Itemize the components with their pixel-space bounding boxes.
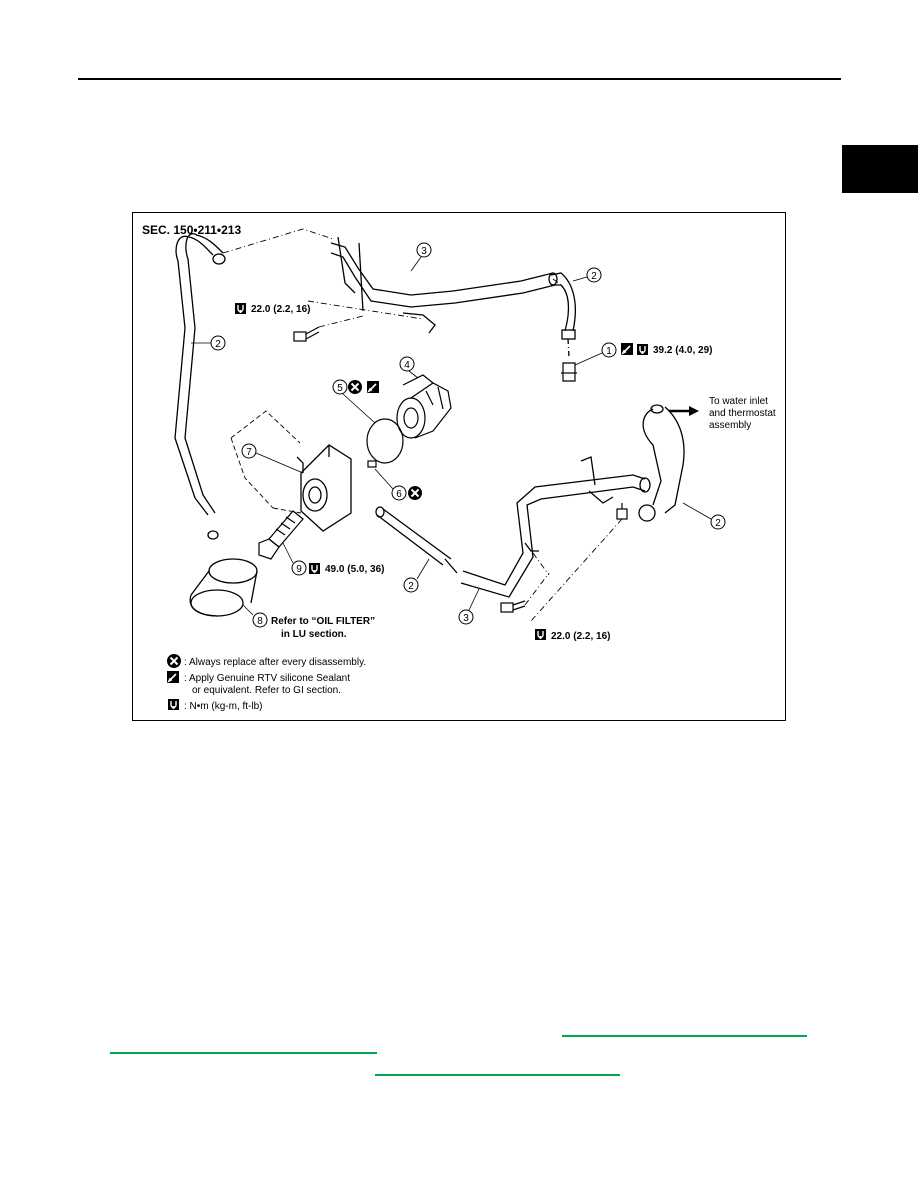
- callout-2-bottom: 2: [403, 558, 430, 593]
- svg-text:8: 8: [257, 616, 263, 627]
- connector-pin: [367, 460, 377, 468]
- leader-lines-bottom: [524, 518, 623, 622]
- svg-text:1: 1: [606, 346, 612, 357]
- replace-icon: [407, 485, 423, 501]
- cross-reference-link[interactable]: [110, 1052, 377, 1054]
- svg-text:3: 3: [463, 613, 469, 624]
- sealant-icon: [620, 342, 634, 356]
- lower-water-pipe: [460, 456, 651, 598]
- leader-lines-top: [222, 228, 562, 328]
- callout-2-right: 2: [682, 502, 726, 530]
- right-coolant-hose: [638, 404, 685, 522]
- legend-replace: : Always replace after every disassembly…: [184, 657, 366, 668]
- sealant-icon: [166, 670, 180, 684]
- replace-icon: [347, 379, 363, 395]
- union-bolt: [561, 362, 577, 382]
- torque-icon: [636, 343, 649, 356]
- sealant-icon: [366, 380, 380, 394]
- section-tab: [842, 145, 918, 193]
- torque-icon: [234, 302, 247, 315]
- flow-arrowhead: [689, 406, 699, 416]
- cross-reference-link[interactable]: [375, 1074, 620, 1076]
- svg-text:3: 3: [421, 246, 427, 257]
- upper-bracket-bolt: [293, 326, 320, 342]
- callout-3-top: 3: [410, 242, 432, 272]
- svg-text:and thermostat: and thermostat: [709, 408, 776, 419]
- legend: : Always replace after every disassembly…: [166, 653, 366, 712]
- callout-2-top: 2: [572, 267, 602, 283]
- torque-item1: 39.2 (4.0, 29): [653, 345, 712, 356]
- svg-text:7: 7: [246, 447, 252, 458]
- left-coolant-hose: [174, 233, 226, 540]
- torque-icon: [534, 628, 547, 641]
- legend-torque-unit: : N•m (kg-m, ft-lb): [184, 701, 263, 712]
- svg-text:2: 2: [408, 581, 414, 592]
- section-label: SEC. 150•211•213: [142, 223, 241, 237]
- svg-text:2: 2: [591, 271, 597, 282]
- cooler-leader: [230, 410, 302, 514]
- torque-bottom-bolt: 22.0 (2.2, 16): [551, 631, 610, 642]
- legend-sealant-cont: or equivalent. Refer to GI section.: [192, 685, 341, 696]
- svg-text:assembly: assembly: [709, 420, 751, 431]
- water-connector: [396, 374, 452, 439]
- oil-cooler: [296, 444, 352, 532]
- legend-sealant: : Apply Genuine RTV silicone Sealant: [184, 673, 350, 684]
- torque-icon: [167, 698, 180, 711]
- torque-icon: [308, 562, 321, 575]
- callout-7: 7: [241, 443, 304, 474]
- header-rule: [78, 78, 841, 80]
- callout-9: 9: [282, 542, 307, 576]
- torque-item9: 49.0 (5.0, 36): [325, 564, 384, 575]
- callout-5: 5: [332, 379, 376, 424]
- svg-text:2: 2: [715, 518, 721, 529]
- callout-8: 8: [242, 604, 268, 628]
- oil-filter-note: in LU section.: [281, 629, 347, 640]
- callout-3-bottom: 3: [458, 588, 480, 625]
- callouts: 3 2 2 1 4 5 7: [191, 242, 726, 628]
- callout-4: 4: [399, 356, 419, 379]
- water-inlet-note: To water inlet and thermostat assembly: [709, 396, 776, 431]
- oil-cooler-exploded-diagram: SEC. 150•211•213: [132, 212, 786, 721]
- connector-bolt: [258, 510, 304, 560]
- upper-water-pipe: [330, 236, 558, 334]
- upper-right-hose: [550, 272, 576, 358]
- diagram-svg: SEC. 150•211•213: [142, 223, 776, 712]
- torque-top-bolt: 22.0 (2.2, 16): [251, 304, 310, 315]
- torque-labels: 22.0 (2.2, 16) 39.2 (4.0, 29) 49.0 (5.0,…: [234, 302, 712, 642]
- svg-text:2: 2: [215, 339, 221, 350]
- cross-reference-link[interactable]: [562, 1035, 807, 1037]
- svg-text:6: 6: [396, 489, 402, 500]
- oil-filter-note: Refer to “OIL FILTER”: [271, 616, 375, 627]
- svg-text:4: 4: [404, 360, 410, 371]
- replace-icon: [166, 653, 182, 669]
- callout-2-left: 2: [191, 335, 226, 351]
- o-ring: [366, 418, 404, 464]
- lower-coolant-hose: [375, 506, 458, 574]
- callout-6: 6: [374, 468, 407, 501]
- callout-1: 1: [574, 342, 617, 366]
- lower-bracket-bolts: [500, 503, 628, 613]
- svg-text:To water inlet: To water inlet: [709, 396, 768, 407]
- svg-text:5: 5: [337, 383, 343, 394]
- svg-text:9: 9: [296, 564, 302, 575]
- oil-filter: [189, 558, 258, 617]
